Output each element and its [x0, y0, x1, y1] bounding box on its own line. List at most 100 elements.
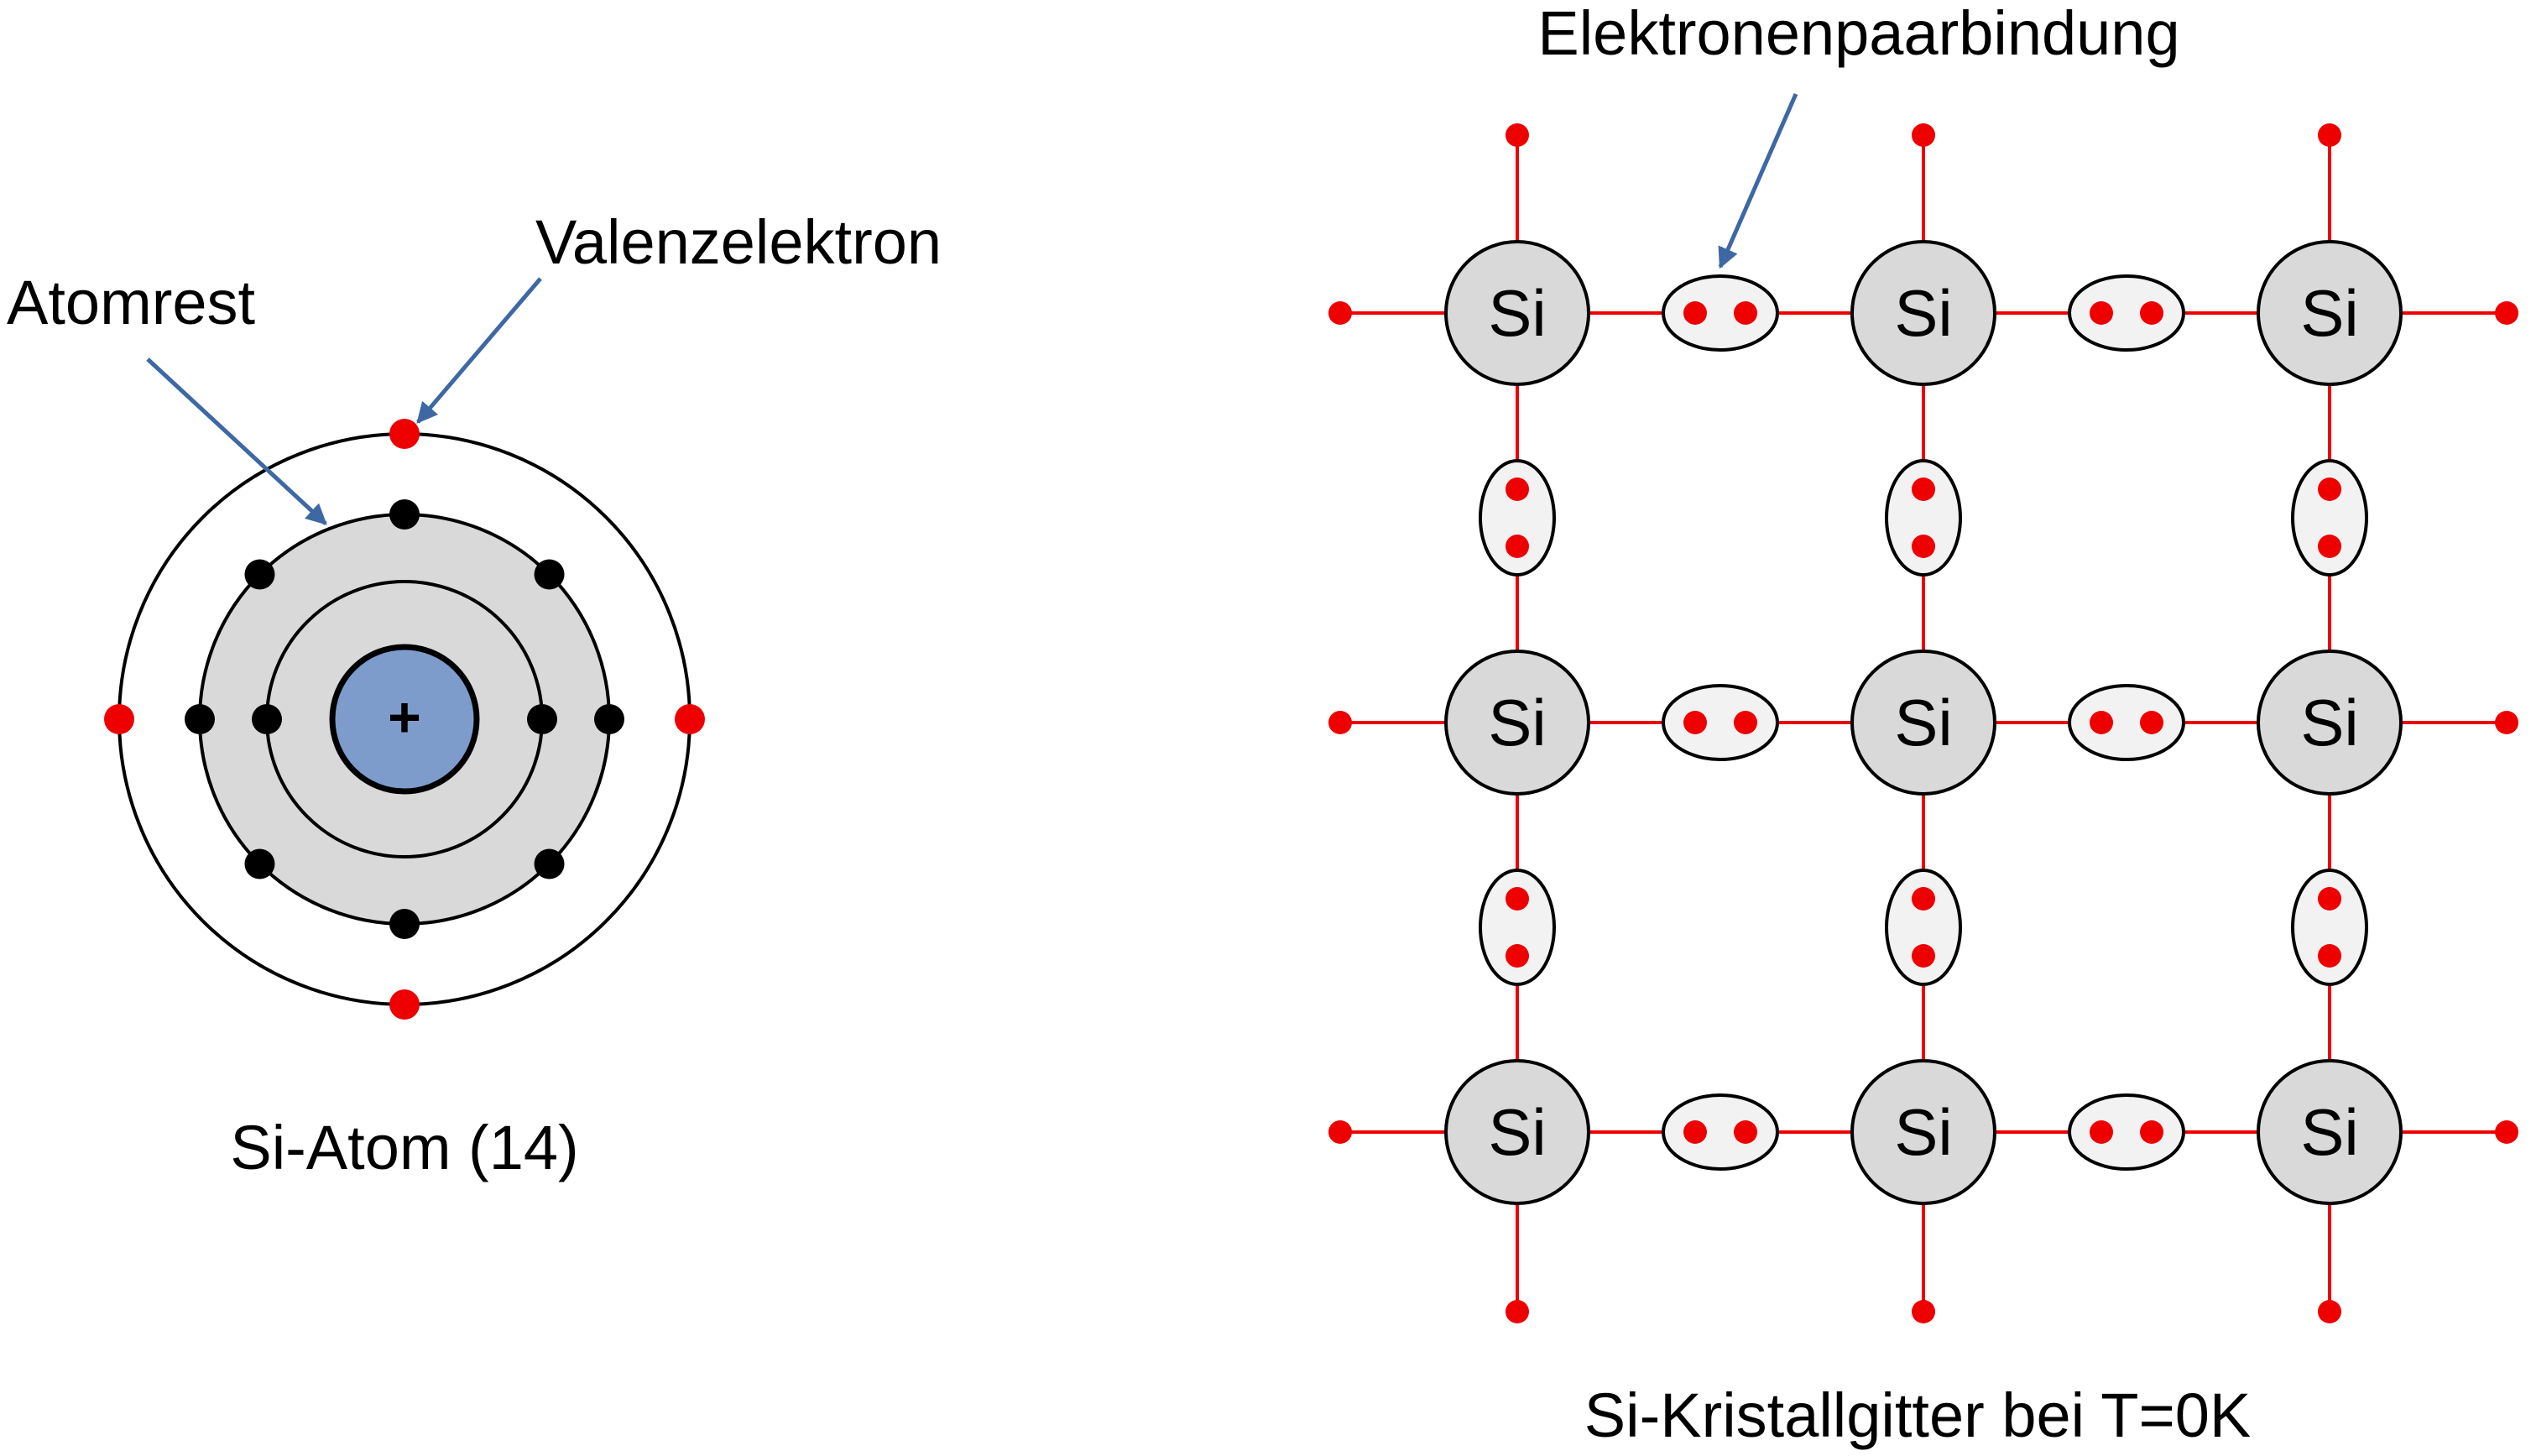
si-atom-circle [1444, 240, 1590, 386]
valence-electron [2318, 944, 2341, 968]
electron-pair-outline [1479, 459, 1556, 577]
nucleus-sign: + [388, 686, 421, 749]
si-atom: Si [1444, 650, 1590, 796]
core-electron [185, 704, 215, 734]
electron-pair-outline [2068, 274, 2185, 352]
si-atom: Si [1850, 650, 1996, 796]
electron-pair-bond [2068, 684, 2185, 761]
electron-pair-outline [2291, 459, 2368, 577]
valence-electron [2090, 301, 2113, 325]
valence-electron [1506, 123, 1529, 147]
si-atom: Si [1444, 1059, 1590, 1205]
valence-electron [2318, 123, 2341, 147]
si-atom-model: + [104, 419, 705, 1020]
si-atom: Si [2257, 240, 2403, 386]
valence-electron [1506, 478, 1529, 501]
si-atom-label: Si [1488, 276, 1546, 350]
core-electron [534, 559, 565, 590]
electron-pair-outline [2291, 869, 2368, 986]
label-elektronenpaarbindung: Elektronenpaarbindung [1537, 0, 2179, 68]
electron-pair-outline [1662, 274, 1779, 352]
valence-electron [1328, 711, 1352, 734]
electron-pair-bond [1479, 869, 1556, 986]
electron-pair-outline [2068, 1093, 2185, 1171]
si-atom-circle [1850, 240, 1996, 386]
core-electron [527, 704, 557, 734]
valence-electron [1734, 711, 1757, 734]
valence-electron [2495, 301, 2518, 325]
si-atom-circle [2257, 650, 2403, 796]
valence-electron [1912, 887, 1935, 911]
valence-electron [2140, 1120, 2163, 1144]
electron-pair-bond [1662, 684, 1779, 761]
arrow-valenzelektron [416, 277, 542, 424]
core-electron [244, 559, 275, 590]
valence-electron [1683, 1120, 1707, 1144]
electron-pair-outline [1479, 869, 1556, 986]
si-atom-label: Si [2300, 1095, 2358, 1169]
si-atom-label: Si [1488, 686, 1546, 759]
valence-electron [1328, 301, 1352, 325]
electron-pair-bonds [1479, 274, 2368, 1171]
valence-electron [389, 419, 420, 449]
si-atom-circle [1850, 650, 1996, 796]
core-electron [244, 848, 275, 879]
electron-pair-bond [1662, 1093, 1779, 1171]
valence-electron [2140, 301, 2163, 325]
valence-electron [2318, 478, 2341, 501]
valence-electron [1912, 535, 1935, 558]
si-atom-label: Si [1894, 686, 1952, 759]
core-electron [389, 909, 420, 939]
valence-electron [1506, 535, 1529, 558]
electron-pair-outline [2068, 684, 2185, 761]
valence-electron [2495, 711, 2518, 734]
valence-electron [675, 704, 705, 734]
si-atom-circle [2257, 240, 2403, 386]
core-electron [534, 848, 565, 879]
si-atom-label: Si [1894, 1095, 1952, 1169]
valence-electron [2495, 1120, 2518, 1144]
valence-electron [1912, 944, 1935, 968]
si-atom: Si [1444, 240, 1590, 386]
electron-pair-bond [1885, 869, 1962, 986]
electron-pair-outline [1885, 459, 1962, 577]
si-atom-label: Si [1488, 1095, 1546, 1169]
electron-pair-outline [1662, 1093, 1779, 1171]
electron-pair-bond [2068, 274, 2185, 352]
core-electron [594, 704, 624, 734]
lattice-caption: Si-Kristallgitter bei T=0K [1584, 1380, 2251, 1450]
valence-electron [1506, 1300, 1529, 1323]
valence-electron [1683, 711, 1707, 734]
si-atom-circle [1850, 1059, 1996, 1205]
valence-electron [1683, 301, 1707, 325]
core-electron [389, 499, 420, 530]
si-atom-circle [1444, 1059, 1590, 1205]
valence-electron [389, 989, 420, 1020]
valence-electron [2090, 711, 2113, 734]
si-atom-circle [1444, 650, 1590, 796]
valence-electron [1912, 478, 1935, 501]
valence-electron [2318, 1300, 2341, 1323]
si-atom: Si [2257, 1059, 2403, 1205]
valence-electron [2318, 535, 2341, 558]
nucleus [329, 644, 480, 795]
electron-pair-outline [1885, 869, 1962, 986]
valence-electron [104, 704, 134, 734]
electron-pair-bond [2068, 1093, 2185, 1171]
valence-electron [2090, 1120, 2113, 1144]
electron-pair-bond [1885, 459, 1962, 577]
si-atom: Si [2257, 650, 2403, 796]
valence-electron [1734, 301, 1757, 325]
si-atom-label: Si [2300, 686, 2358, 759]
arrow-elektronenpaarbindung [1718, 92, 1798, 269]
electron-pair-bond [1662, 274, 1779, 352]
electron-pair-outline [1662, 684, 1779, 761]
label-valenzelektron: Valenzelektron [535, 207, 942, 277]
label-atomrest: Atomrest [7, 268, 256, 337]
valence-electron [1328, 1120, 1352, 1144]
core-electron [252, 704, 282, 734]
valence-electron [1734, 1120, 1757, 1144]
